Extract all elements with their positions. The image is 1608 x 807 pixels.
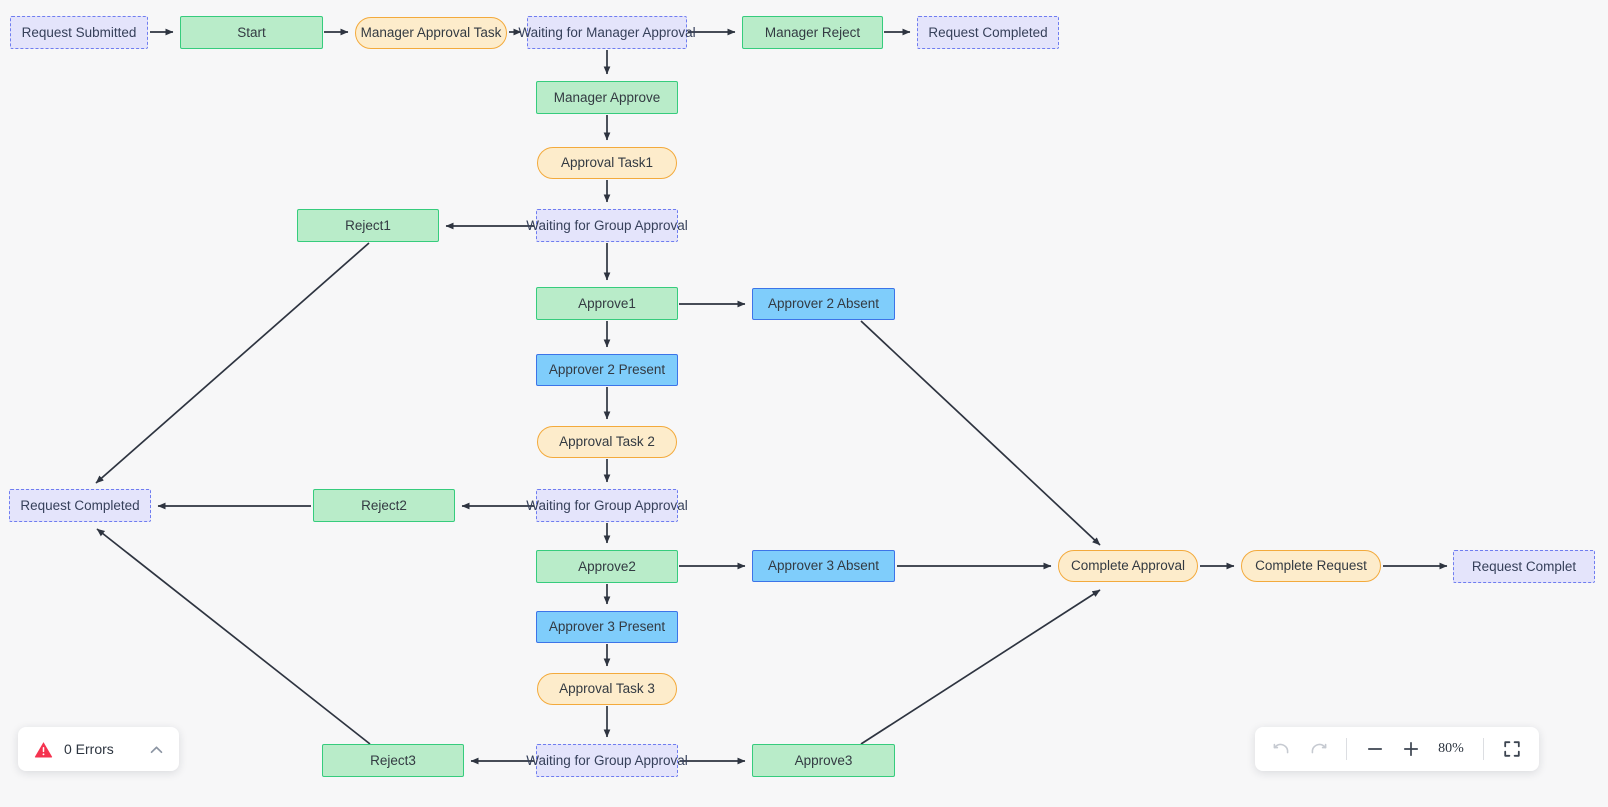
zoom-toolbar[interactable]: 80% — [1255, 727, 1539, 771]
node-approve3[interactable]: Approve3 — [752, 744, 895, 777]
caret-up-icon[interactable] — [150, 745, 163, 754]
node-complete-approval[interactable]: Complete Approval — [1058, 550, 1198, 582]
node-waiting-group-approval-3[interactable]: Waiting for Group Approval — [526, 744, 688, 777]
node-label: Manager Approval Task — [360, 25, 502, 41]
node-label: Request Complet — [1471, 558, 1577, 574]
edge-approver-2-absent-to-complete-approval[interactable] — [860, 320, 1101, 546]
node-label: Waiting for Group Approval — [526, 217, 688, 233]
node-waiting-group-approval-1[interactable]: Waiting for Group Approval — [526, 209, 688, 242]
node-approve1[interactable]: Approve1 — [536, 287, 678, 320]
node-manager-approve[interactable]: Manager Approve — [536, 81, 678, 114]
node-label: Approve3 — [794, 752, 853, 768]
edge-reject1-to-request-completed-left[interactable] — [95, 242, 370, 484]
node-label: Request Completed — [20, 497, 140, 513]
node-approval-task3[interactable]: Approval Task 3 — [537, 673, 677, 705]
node-request-submitted[interactable]: Request Submitted — [10, 16, 148, 49]
node-approver-3-absent[interactable]: Approver 3 Absent — [752, 550, 895, 582]
node-approver-2-absent[interactable]: Approver 2 Absent — [752, 288, 895, 320]
node-approval-task2[interactable]: Approval Task 2 — [537, 426, 677, 458]
node-label: Complete Approval — [1070, 558, 1186, 574]
node-label: Reject3 — [370, 752, 416, 768]
node-label: Approval Task 3 — [559, 681, 655, 697]
node-label: Approve1 — [578, 295, 636, 311]
node-complete-request[interactable]: Complete Request — [1241, 550, 1381, 582]
node-label: Request Submitted — [21, 24, 137, 40]
node-request-completed-right[interactable]: Request Complet — [1453, 550, 1595, 583]
node-waiting-manager-approval[interactable]: Waiting for Manager Approval — [518, 16, 696, 49]
node-manager-reject[interactable]: Manager Reject — [742, 16, 883, 49]
minus-icon — [1367, 748, 1383, 750]
redo-icon — [1311, 743, 1327, 754]
node-request-completed-top[interactable]: Request Completed — [917, 16, 1059, 49]
node-label: Waiting for Group Approval — [526, 752, 688, 768]
zoom-in-button[interactable] — [1394, 732, 1428, 766]
node-label: Complete Request — [1255, 558, 1367, 574]
redo-button[interactable] — [1301, 732, 1335, 766]
fullscreen-button[interactable] — [1495, 732, 1529, 766]
node-request-completed-left[interactable]: Request Completed — [9, 489, 151, 522]
toolbar-divider-1 — [1346, 738, 1347, 760]
zoom-out-button[interactable] — [1358, 732, 1392, 766]
node-manager-approval-task[interactable]: Manager Approval Task — [355, 17, 507, 49]
plus-icon — [1403, 741, 1419, 757]
node-label: Approval Task 2 — [559, 434, 655, 450]
node-label: Approver 2 Present — [548, 362, 666, 378]
node-reject1[interactable]: Reject1 — [297, 209, 439, 242]
edge-reject3-to-request-completed-left[interactable] — [96, 528, 371, 745]
node-label: Approver 2 Absent — [767, 296, 880, 312]
errors-count-label: 0 Errors — [64, 741, 114, 757]
node-label: Approver 3 Absent — [767, 558, 880, 574]
node-label: Manager Reject — [764, 24, 861, 40]
fullscreen-icon — [1504, 741, 1520, 757]
node-reject3[interactable]: Reject3 — [322, 744, 464, 777]
node-label: Manager Approve — [553, 89, 661, 105]
warning-triangle-icon — [34, 741, 53, 758]
node-label: Reject1 — [345, 217, 391, 233]
toolbar-divider-2 — [1483, 738, 1484, 760]
node-start[interactable]: Start — [180, 16, 323, 49]
node-label: Approval Task1 — [560, 155, 654, 171]
errors-panel[interactable]: 0 Errors — [18, 727, 179, 771]
node-approver-2-present[interactable]: Approver 2 Present — [536, 354, 678, 386]
node-waiting-group-approval-2[interactable]: Waiting for Group Approval — [526, 489, 688, 522]
undo-icon — [1273, 743, 1289, 754]
node-label: Approver 3 Present — [548, 619, 666, 635]
node-label: Start — [237, 24, 266, 40]
node-label: Approve2 — [578, 558, 636, 574]
node-approve2[interactable]: Approve2 — [536, 550, 678, 583]
node-reject2[interactable]: Reject2 — [313, 489, 455, 522]
edge-approve3-to-complete-approval[interactable] — [860, 589, 1101, 745]
node-label: Waiting for Manager Approval — [518, 24, 696, 40]
undo-button[interactable] — [1265, 732, 1299, 766]
node-approval-task1[interactable]: Approval Task1 — [537, 147, 677, 179]
node-approver-3-present[interactable]: Approver 3 Present — [536, 611, 678, 643]
zoom-level-label[interactable]: 80% — [1438, 741, 1464, 756]
node-label: Reject2 — [361, 497, 407, 513]
node-label: Request Completed — [928, 24, 1048, 40]
node-label: Waiting for Group Approval — [526, 497, 688, 513]
